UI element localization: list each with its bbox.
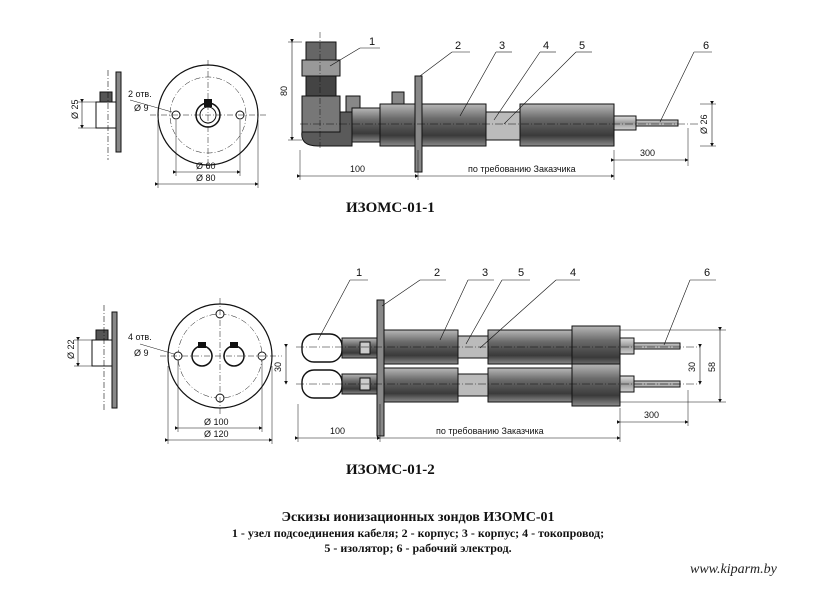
lower-spacing-left-label: 30 (273, 362, 283, 372)
upper-callout-2: 2 (455, 40, 461, 52)
upper-side-body (95, 101, 119, 129)
lower-flange-outer-label: Ø 120 (204, 429, 229, 439)
lower-callout-3: 3 (482, 267, 488, 279)
lower-callout-4: 4 (570, 267, 576, 279)
lower-flange-plate (376, 299, 385, 437)
lower-hole-dia-label: Ø 9 (134, 348, 149, 358)
upper-length-300-label: 300 (640, 148, 655, 158)
upper-holes-label: 2 отв. (128, 89, 152, 99)
upper-probe-view: 80 100 по требованию Заказчика 300 Ø 26 (279, 32, 716, 180)
upper-length-100-label: 100 (350, 164, 365, 174)
upper-height-label: 80 (279, 86, 289, 96)
upper-side-plate (115, 71, 122, 153)
caption: Эскизы ионизационных зондов ИЗОМС-01 1 -… (0, 510, 836, 556)
watermark: www.kiparm.by (690, 562, 777, 577)
upper-hole-dia-label: Ø 9 (134, 103, 149, 113)
lower-probe-view: 30 30 58 100 по требованию Заказчика 300… (273, 267, 726, 442)
upper-callouts: 1 2 3 4 5 6 (329, 36, 712, 125)
upper-callout-1: 1 (369, 36, 375, 48)
lower-side-body (91, 339, 115, 367)
lower-model-title: ИЗОМС-01-2 (346, 462, 435, 478)
lower-tube-dia-label: Ø 22 (66, 339, 76, 359)
lower-callouts: 1 2 3 5 4 6 (317, 267, 716, 349)
lower-callout-6: 6 (704, 267, 710, 279)
upper-flange-inner-label: Ø 60 (196, 161, 216, 171)
lower-side-view: Ø 22 (66, 305, 118, 410)
upper-flange-view: Ø 60 Ø 80 2 отв. Ø 9 (128, 60, 266, 188)
upper-by-request-label: по требованию Заказчика (468, 164, 576, 174)
lower-flange-view: Ø 100 Ø 120 4 отв. Ø 9 (128, 298, 282, 444)
upper-callout-5: 5 (579, 40, 585, 52)
lower-overall-label: 58 (707, 362, 717, 372)
caption-title: Эскизы ионизационных зондов ИЗОМС-01 (281, 510, 555, 525)
upper-callout-4: 4 (543, 40, 549, 52)
lower-callout-2: 2 (434, 267, 440, 279)
lower-by-request-label: по требованию Заказчика (436, 426, 544, 436)
upper-callout-3: 3 (499, 40, 505, 52)
lower-flange-inner-label: Ø 100 (204, 417, 229, 427)
lower-holes-label: 4 отв. (128, 332, 152, 342)
upper-callout-6: 6 (703, 40, 709, 52)
lower-length-100-label: 100 (330, 426, 345, 436)
upper-tube-dia-label: Ø 25 (70, 99, 80, 119)
caption-line-2: 5 - изолятор; 6 - рабочий электрод. (324, 541, 512, 555)
caption-line-1: 1 - узел подсоединения кабеля; 2 - корпу… (231, 526, 605, 540)
upper-side-view: Ø 25 (70, 70, 122, 160)
lower-length-300-label: 300 (644, 410, 659, 420)
lower-callout-5: 5 (518, 267, 524, 279)
lower-spacing-right-label: 30 (687, 362, 697, 372)
lower-callout-1: 1 (356, 267, 362, 279)
upper-side-nut (99, 91, 113, 103)
upper-electrode-dia-label: Ø 26 (699, 114, 709, 134)
lower-side-plate (111, 311, 118, 409)
upper-flange-outer-label: Ø 80 (196, 173, 216, 183)
upper-model-title: ИЗОМС-01-1 (346, 200, 435, 216)
